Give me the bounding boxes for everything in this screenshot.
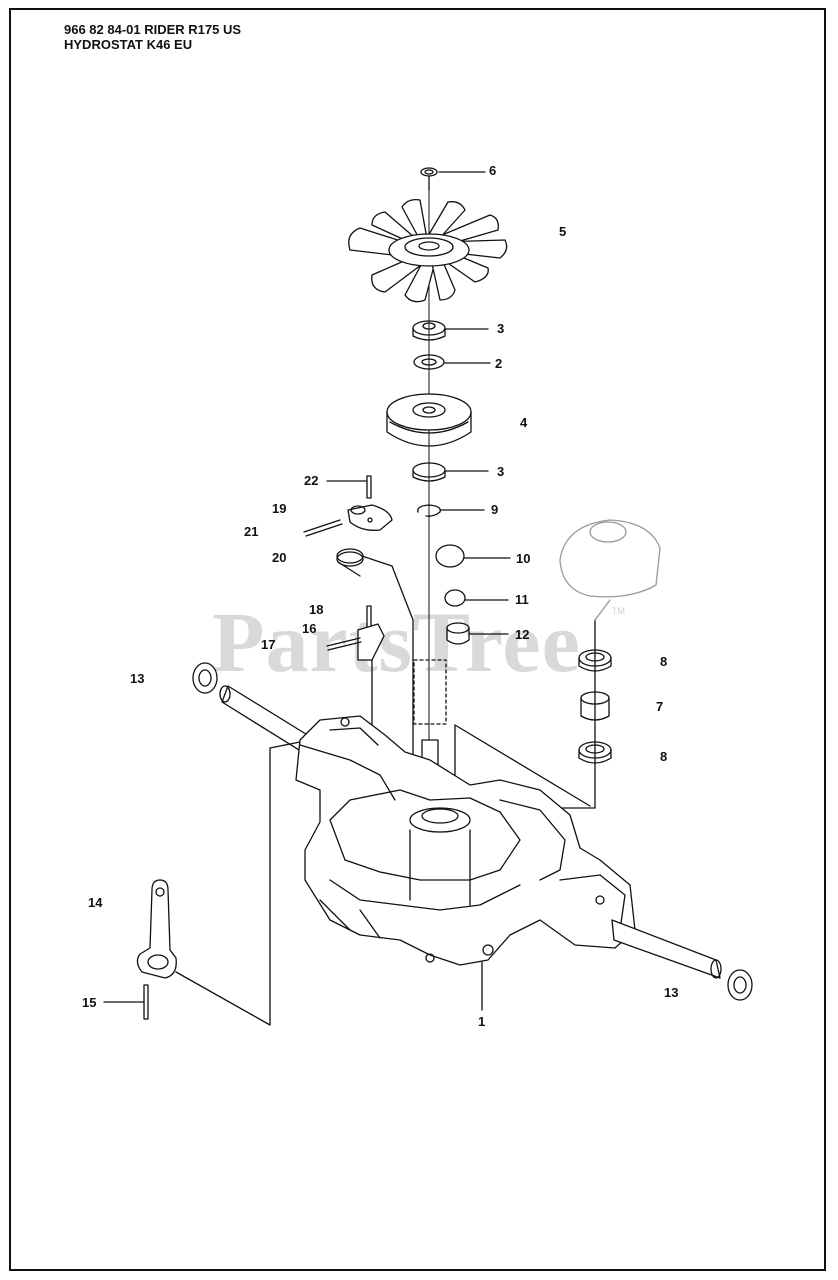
callout-9: 9 xyxy=(491,502,499,517)
callout-18: 18 xyxy=(309,602,324,617)
callout-6: 6 xyxy=(489,163,497,178)
leader-lever-bracket xyxy=(175,741,301,1026)
assembly-title: HYDROSTAT K46 EU xyxy=(64,37,193,52)
reservoir-tank xyxy=(559,519,661,621)
part-5-fan xyxy=(348,199,508,303)
callout-14: 14 xyxy=(88,895,103,910)
part-6-nut xyxy=(420,167,438,191)
part-9-circlip xyxy=(417,504,441,517)
callout-11: 11 xyxy=(515,592,529,607)
callout-12: 12 xyxy=(515,627,530,642)
part-3-upper-bushing xyxy=(412,320,446,341)
callout-2: 2 xyxy=(495,356,503,371)
part-22-pin xyxy=(326,475,372,499)
model-title: 966 82 84-01 RIDER R175 US xyxy=(64,22,242,37)
callout-10: 10 xyxy=(516,551,531,566)
callout-8-lower: 8 xyxy=(660,749,668,764)
callout-8-upper: 8 xyxy=(660,654,668,669)
diagram-frame xyxy=(9,8,826,1271)
watermark-logo: PartsTree xyxy=(212,594,581,690)
part-12-bushing xyxy=(446,622,509,645)
part-19-control-arm xyxy=(347,504,393,531)
callout-7: 7 xyxy=(656,699,664,714)
leader-20-housing xyxy=(391,565,414,621)
pump-shaft xyxy=(413,659,447,773)
part-2-washer xyxy=(413,354,445,370)
part-20-spring xyxy=(336,548,393,577)
part-10-cap xyxy=(435,544,511,568)
part-15-pin xyxy=(103,984,149,1020)
callout-21: 21 xyxy=(244,524,259,539)
leader-diagonal-1 xyxy=(454,724,591,807)
watermark-trademark: TM xyxy=(612,606,625,616)
callout-17: 17 xyxy=(261,637,276,652)
part-1-transaxle-housing xyxy=(295,715,636,966)
callout-13-left: 13 xyxy=(130,671,145,686)
callout-15: 15 xyxy=(82,995,97,1010)
callout-5: 5 xyxy=(559,224,567,239)
part-4-pulley xyxy=(386,393,472,447)
right-axle xyxy=(611,919,753,1001)
part-3-lower-bushing xyxy=(412,462,446,482)
callout-3-lower: 3 xyxy=(497,464,505,479)
callout-22: 22 xyxy=(304,473,319,488)
callout-16: 16 xyxy=(302,621,317,636)
callout-3-upper: 3 xyxy=(497,321,505,336)
part-21-pin xyxy=(303,519,343,537)
callout-1: 1 xyxy=(478,1014,486,1029)
part-11-plug xyxy=(444,589,509,607)
callout-13-right: 13 xyxy=(664,985,679,1000)
part-14-lever xyxy=(136,879,177,979)
callout-20: 20 xyxy=(272,550,287,565)
callout-19: 19 xyxy=(272,501,287,516)
callout-4: 4 xyxy=(520,415,528,430)
diagram-header: 966 82 84-01 RIDER R175 US HYDROSTAT K46… xyxy=(64,22,241,52)
